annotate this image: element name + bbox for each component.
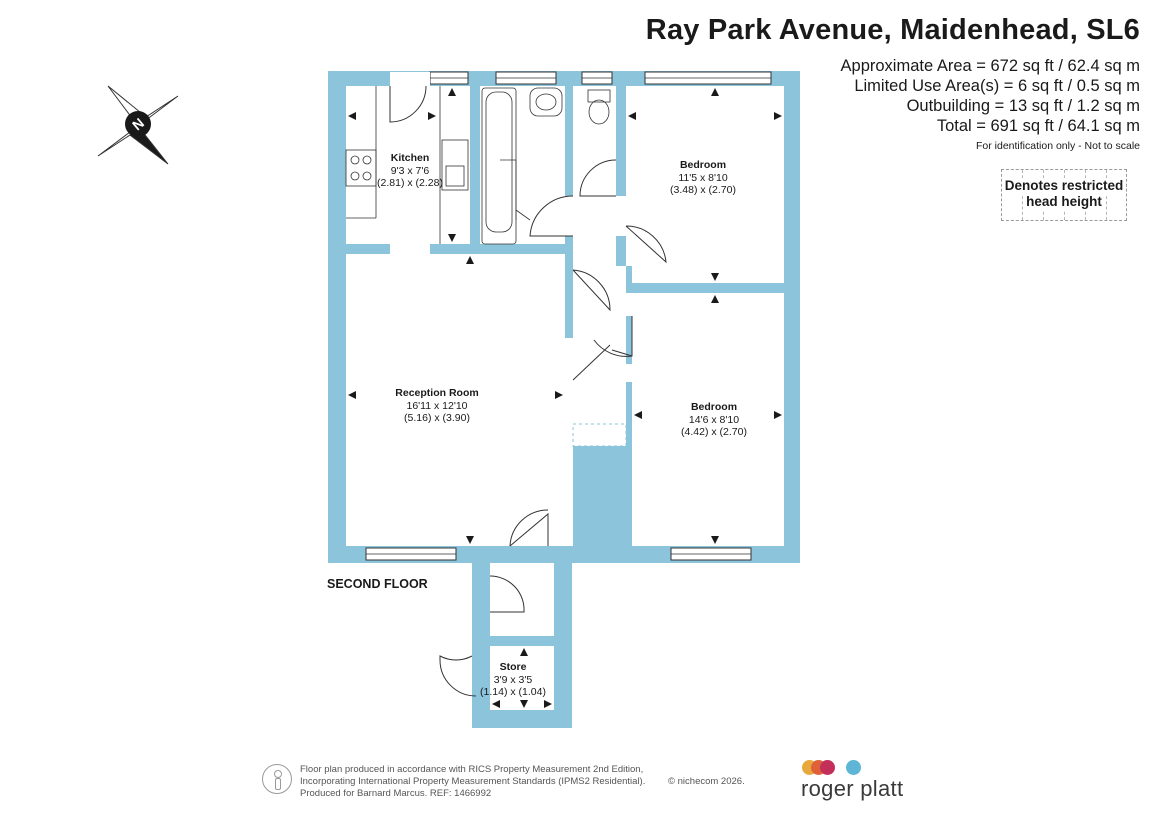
footer-line-2: Incorporating International Property Mea… [300, 776, 646, 787]
dimension-markers [348, 88, 782, 708]
bedroom2-imperial: 14'6 x 8'10 [689, 414, 739, 426]
scale-note: For identification only - Not to scale [976, 140, 1140, 152]
footer-text: Floor plan produced in accordance with R… [300, 764, 745, 800]
property-title: Ray Park Avenue, Maidenhead, SL6 [645, 14, 1140, 46]
area-summary: Approximate Area = 672 sq ft / 62.4 sq m… [841, 56, 1140, 136]
reception-metric: (5.16) x (3.90) [404, 412, 470, 424]
bathroom-fittings [481, 87, 611, 245]
reception-imperial: 16'11 x 12'10 [406, 400, 467, 412]
outbuilding-area: Outbuilding = 13 sq ft / 1.2 sq m [906, 97, 1140, 115]
approximate-area: Approximate Area = 672 sq ft / 62.4 sq m [840, 57, 1140, 75]
reception-name: Reception Room [395, 387, 478, 399]
footer-copyright: © nichecom 2026. [668, 776, 745, 787]
brand-dot-4 [846, 760, 861, 775]
floor-label: SECOND FLOOR [327, 577, 428, 591]
bedroom1-metric: (3.48) x (2.70) [670, 184, 736, 196]
compass-icon: N [97, 85, 179, 165]
footer-line-1: Floor plan produced in accordance with R… [300, 764, 644, 775]
footer-line-3: Produced for Barnard Marcus. REF: 146699… [300, 788, 492, 799]
restricted-height-legend: Denotes restricted head height [1001, 169, 1127, 221]
store-name: Store [500, 661, 527, 673]
limited-use-area: Limited Use Area(s) = 6 sq ft / 0.5 sq m [854, 77, 1140, 95]
store-imperial: 3'9 x 3'5 [494, 674, 533, 686]
person-icon [262, 764, 292, 794]
legend-line-1: Denotes restricted [1004, 178, 1124, 194]
kitchen-metric: (2.81) x (2.28) [377, 177, 443, 189]
store-metric: (1.14) x (1.04) [480, 686, 546, 698]
brand-name: roger platt [801, 776, 904, 801]
bedroom2-metric: (4.42) x (2.70) [681, 426, 747, 438]
bedroom1-imperial: 11'5 x 8'10 [678, 172, 728, 184]
brand-logo-dots [802, 760, 862, 776]
bedroom2-name: Bedroom [691, 401, 737, 413]
total-area: Total = 691 sq ft / 64.1 sq m [936, 117, 1140, 135]
kitchen-name: Kitchen [391, 152, 430, 164]
door-swings [389, 72, 667, 697]
legend-line-2: head height [1026, 194, 1102, 210]
kitchen-fittings [345, 86, 469, 244]
brand-dot-3 [820, 760, 835, 775]
bedroom1-name: Bedroom [680, 159, 726, 171]
kitchen-imperial: 9'3 x 7'6 [391, 165, 430, 177]
